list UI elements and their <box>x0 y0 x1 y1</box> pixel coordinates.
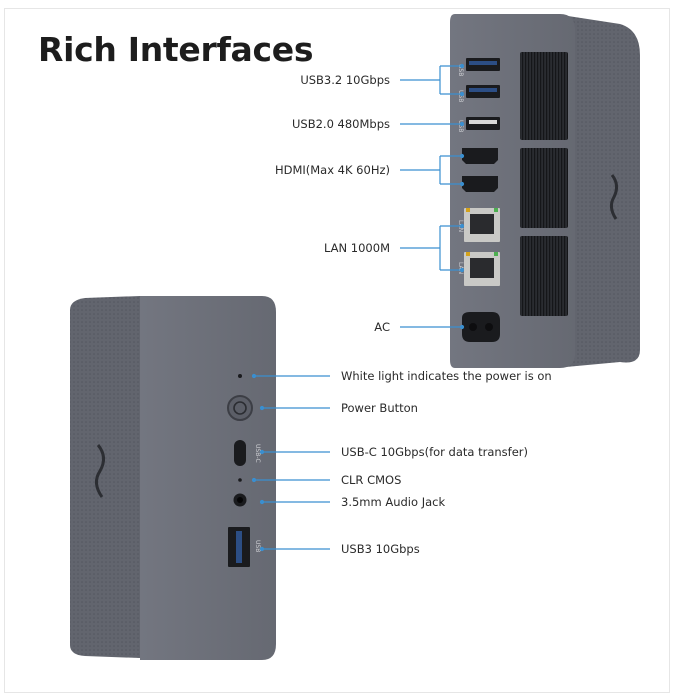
label-hdmi: HDMI(Max 4K 60Hz) <box>274 163 390 177</box>
rear-unit <box>450 14 640 368</box>
front-unit <box>70 296 276 660</box>
port-mark-usb1: USB <box>457 64 464 76</box>
label-power-light: White light indicates the power is on <box>341 369 552 383</box>
front-leader-lines <box>251 373 330 552</box>
label-power-button: Power Button <box>341 401 418 415</box>
label-usb32: USB3.2 10Gbps <box>300 73 390 87</box>
label-audio-jack: 3.5mm Audio Jack <box>341 495 446 509</box>
port-mark-usb3: USB <box>457 120 464 132</box>
label-clr-cmos: CLR CMOS <box>341 473 402 487</box>
page-title: Rich Interfaces <box>38 30 314 69</box>
image-frame <box>4 8 670 693</box>
label-usbc: USB-C 10Gbps(for data transfer) <box>341 445 528 459</box>
rear-leader-lines <box>400 63 465 330</box>
port-mark-usbc: USB-C <box>254 444 261 463</box>
label-usb3: USB3 10Gbps <box>341 542 420 556</box>
port-mark-lan2: LAN <box>457 262 464 274</box>
port-mark-usb-front: USB <box>254 540 261 552</box>
label-usb20: USB2.0 480Mbps <box>291 117 390 131</box>
port-mark-usb2: USB <box>457 90 464 102</box>
label-lan: LAN 1000M <box>324 241 390 255</box>
label-ac: AC <box>374 320 390 334</box>
